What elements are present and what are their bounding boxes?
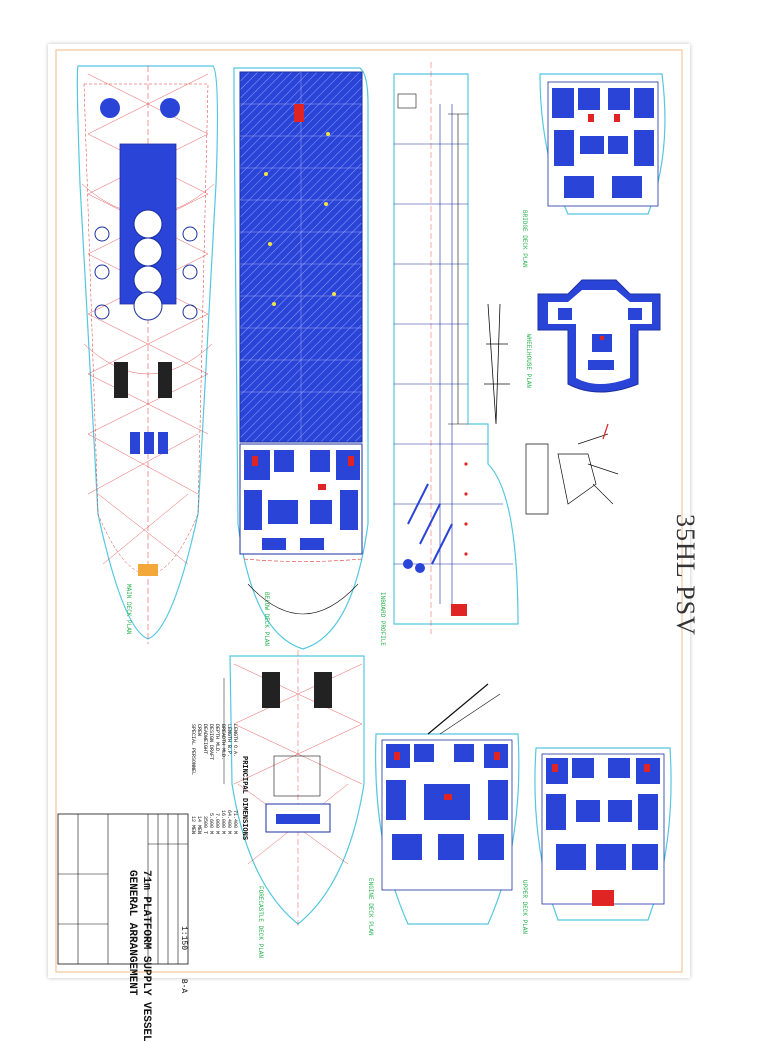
below-deck-plan-view bbox=[233, 67, 369, 650]
engine-deck-plan-view bbox=[375, 683, 520, 925]
view-label-inboard-profile: INBOARD PROFILE bbox=[379, 592, 386, 647]
upper-deck-plan-view bbox=[534, 747, 672, 921]
dimension-row: LENGTH O.A.71.400 M bbox=[232, 724, 238, 834]
dimension-row: LENGTH B.P.64.400 M bbox=[226, 724, 232, 834]
scale-text: 1:150 B-A bbox=[179, 926, 188, 993]
scale-value: 1:150 bbox=[179, 926, 188, 951]
principal-dimensions-heading: PRINCIPAL DIMENSIONS bbox=[240, 756, 248, 841]
view-label-forecastle-deck: FORECASTLE DECK PLAN bbox=[257, 886, 264, 959]
sheet-title: GENERAL ARRANGEMENT bbox=[126, 870, 138, 996]
title-block bbox=[57, 813, 189, 965]
bridge-deck-plan-view bbox=[539, 73, 666, 215]
inboard-profile-view bbox=[393, 62, 519, 634]
frame-border bbox=[55, 49, 683, 973]
view-label-main-deck: MAIN DECK PLAN bbox=[125, 584, 132, 635]
view-label-wheelhouse: WHEELHOUSE PLAN bbox=[525, 334, 532, 389]
drawing-title: 35HL PSV bbox=[671, 514, 700, 636]
drawing-sheet: 35HL PSV 71m PLATFORM SUPPLY VESSEL GENE… bbox=[48, 44, 700, 1042]
view-label-bridge-deck: BRIDGE DECK PLAN bbox=[521, 210, 528, 268]
view-label-engine-deck: ENGINE DECK PLAN bbox=[367, 878, 374, 936]
view-label-below-deck: BELOW DECK PLAN bbox=[263, 592, 270, 647]
dimension-row: DEPTH MLD.7.000 M bbox=[214, 724, 220, 834]
main-deck-plan-view bbox=[76, 65, 219, 644]
forecastle-deck-plan-view bbox=[229, 650, 365, 928]
principal-dimensions-list: LENGTH O.A.71.400 M LENGTH B.P.64.400 M … bbox=[190, 724, 238, 834]
view-label-upper-deck: UPPER DECK PLAN bbox=[521, 880, 528, 935]
crane-detail bbox=[525, 423, 619, 515]
title-block-text: 71m PLATFORM SUPPLY VESSEL GENERAL ARRAN… bbox=[125, 870, 153, 1042]
dimension-row: BREADTH MLD.16.000 M bbox=[220, 724, 226, 834]
wheelhouse-plan-view bbox=[537, 279, 661, 393]
project-title: 71m PLATFORM SUPPLY VESSEL bbox=[140, 870, 152, 1042]
general-arrangement-drawing bbox=[55, 49, 683, 973]
sheet-number: B-A bbox=[179, 978, 188, 994]
